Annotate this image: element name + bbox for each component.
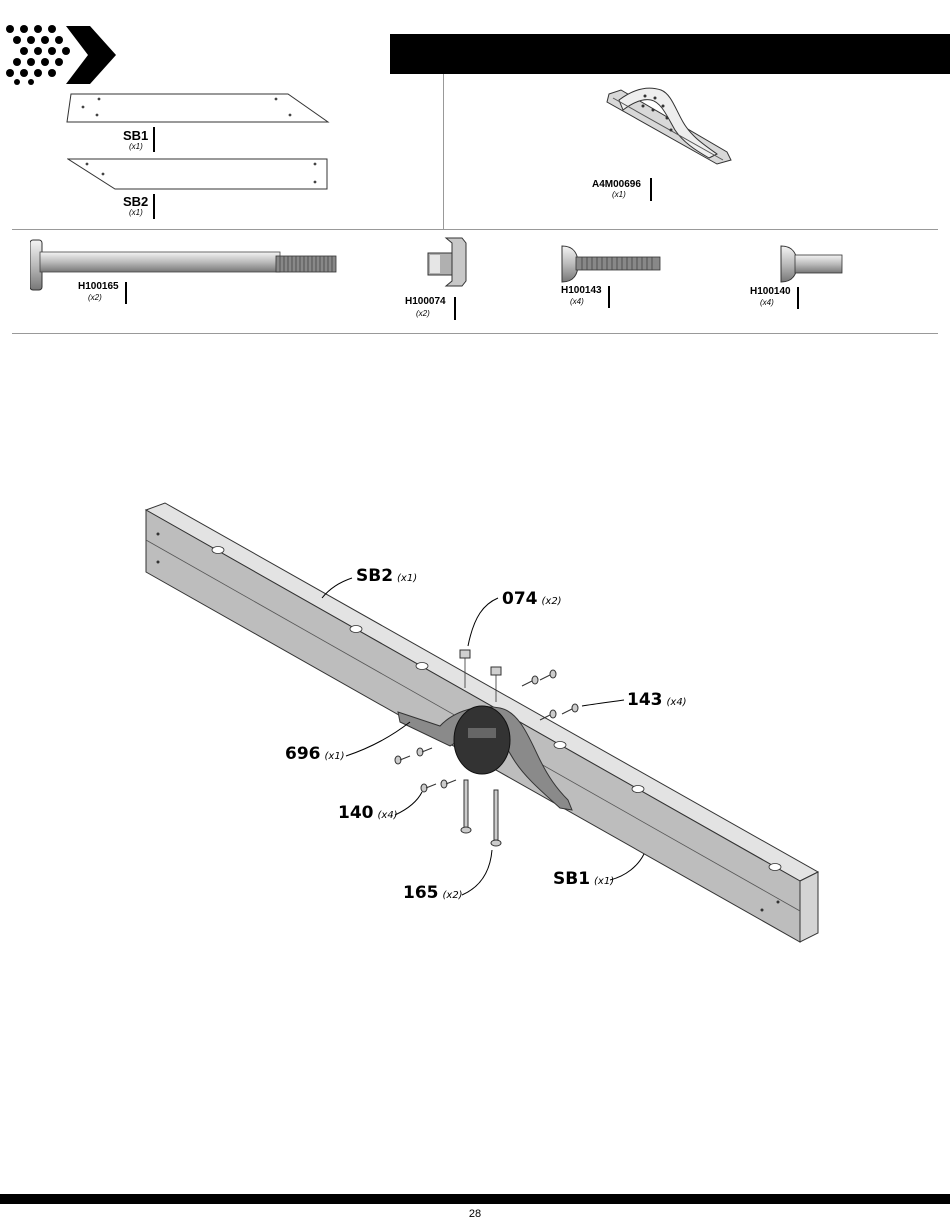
label-tick [797, 287, 799, 309]
callout-sb1: SB1(x1) [553, 871, 614, 888]
hardware-label-h100140: H100140 [750, 287, 791, 297]
sb1-board-illustration [66, 93, 330, 125]
hardware-qty-h100143: (x4) [570, 298, 584, 306]
long-bolt-illustration [30, 238, 340, 292]
label-tick [153, 127, 155, 152]
callout-143: 143(x4) [627, 692, 687, 709]
hardware-qty-h100074: (x2) [416, 310, 430, 318]
assembly-illustration [0, 490, 950, 960]
part-label-sb1: SB1 [123, 129, 148, 142]
label-tick [608, 286, 610, 308]
label-tick [454, 297, 456, 320]
divider [12, 229, 938, 230]
label-tick [650, 178, 652, 201]
part-label-sb2: SB2 [123, 195, 148, 208]
part-qty-bracket: (x1) [612, 191, 626, 199]
barrel-nut-illustration [424, 237, 470, 287]
label-tick [125, 282, 127, 304]
callout-074: 074(x2) [502, 591, 562, 608]
hardware-label-h100143: H100143 [561, 286, 602, 296]
divider [12, 333, 938, 334]
part-label-bracket: A4M00696 [592, 180, 641, 190]
hardware-qty-h100165: (x2) [88, 294, 102, 302]
hardware-label-h100165: H100165 [78, 282, 119, 292]
part-qty-sb2: (x1) [129, 209, 143, 217]
page-number: 28 [0, 1208, 950, 1220]
hardware-label-h100074: H100074 [405, 297, 446, 307]
sb2-board-illustration [67, 158, 331, 192]
brand-logo [4, 24, 116, 86]
title-bar [390, 34, 950, 74]
callout-sb2: SB2(x1) [356, 568, 417, 585]
label-tick [153, 194, 155, 219]
callout-140: 140(x4) [338, 805, 398, 822]
bracket-illustration [605, 84, 735, 170]
part-qty-sb1: (x1) [129, 143, 143, 151]
callout-696: 696(x1) [285, 746, 345, 763]
footer-bar [0, 1194, 950, 1204]
threaded-bolt-illustration [560, 244, 662, 284]
smooth-bolt-illustration [779, 244, 845, 284]
divider [443, 74, 444, 229]
hardware-qty-h100140: (x4) [760, 299, 774, 307]
callout-165: 165(x2) [403, 885, 463, 902]
